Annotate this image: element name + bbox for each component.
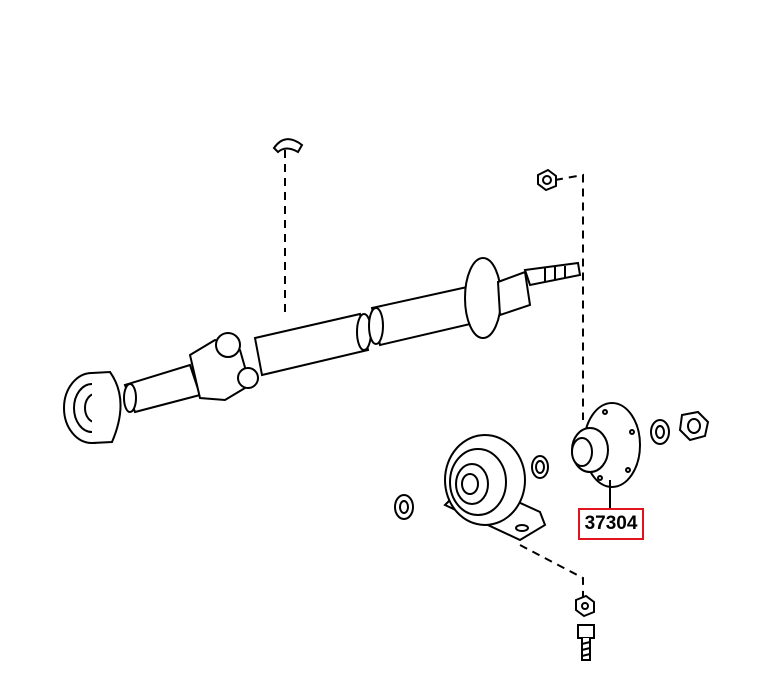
center-support-bearing xyxy=(443,434,547,542)
companion-flange-37304 xyxy=(571,402,641,508)
slip-yoke xyxy=(123,332,259,414)
bottom-nut xyxy=(575,594,595,618)
nut-right xyxy=(678,410,710,442)
washer-right xyxy=(650,419,670,445)
center-flange-spline xyxy=(464,257,582,339)
flange-nut-top xyxy=(537,168,557,192)
clip-part xyxy=(272,138,304,154)
washer-center xyxy=(531,455,549,479)
bottom-bolt xyxy=(577,624,595,661)
assembly-guide-lines xyxy=(284,150,584,600)
washer-left xyxy=(394,494,414,520)
propeller-tube xyxy=(253,280,498,377)
part-number-callout[interactable]: 37304 xyxy=(578,508,644,540)
front-yoke-bearing xyxy=(63,370,122,444)
